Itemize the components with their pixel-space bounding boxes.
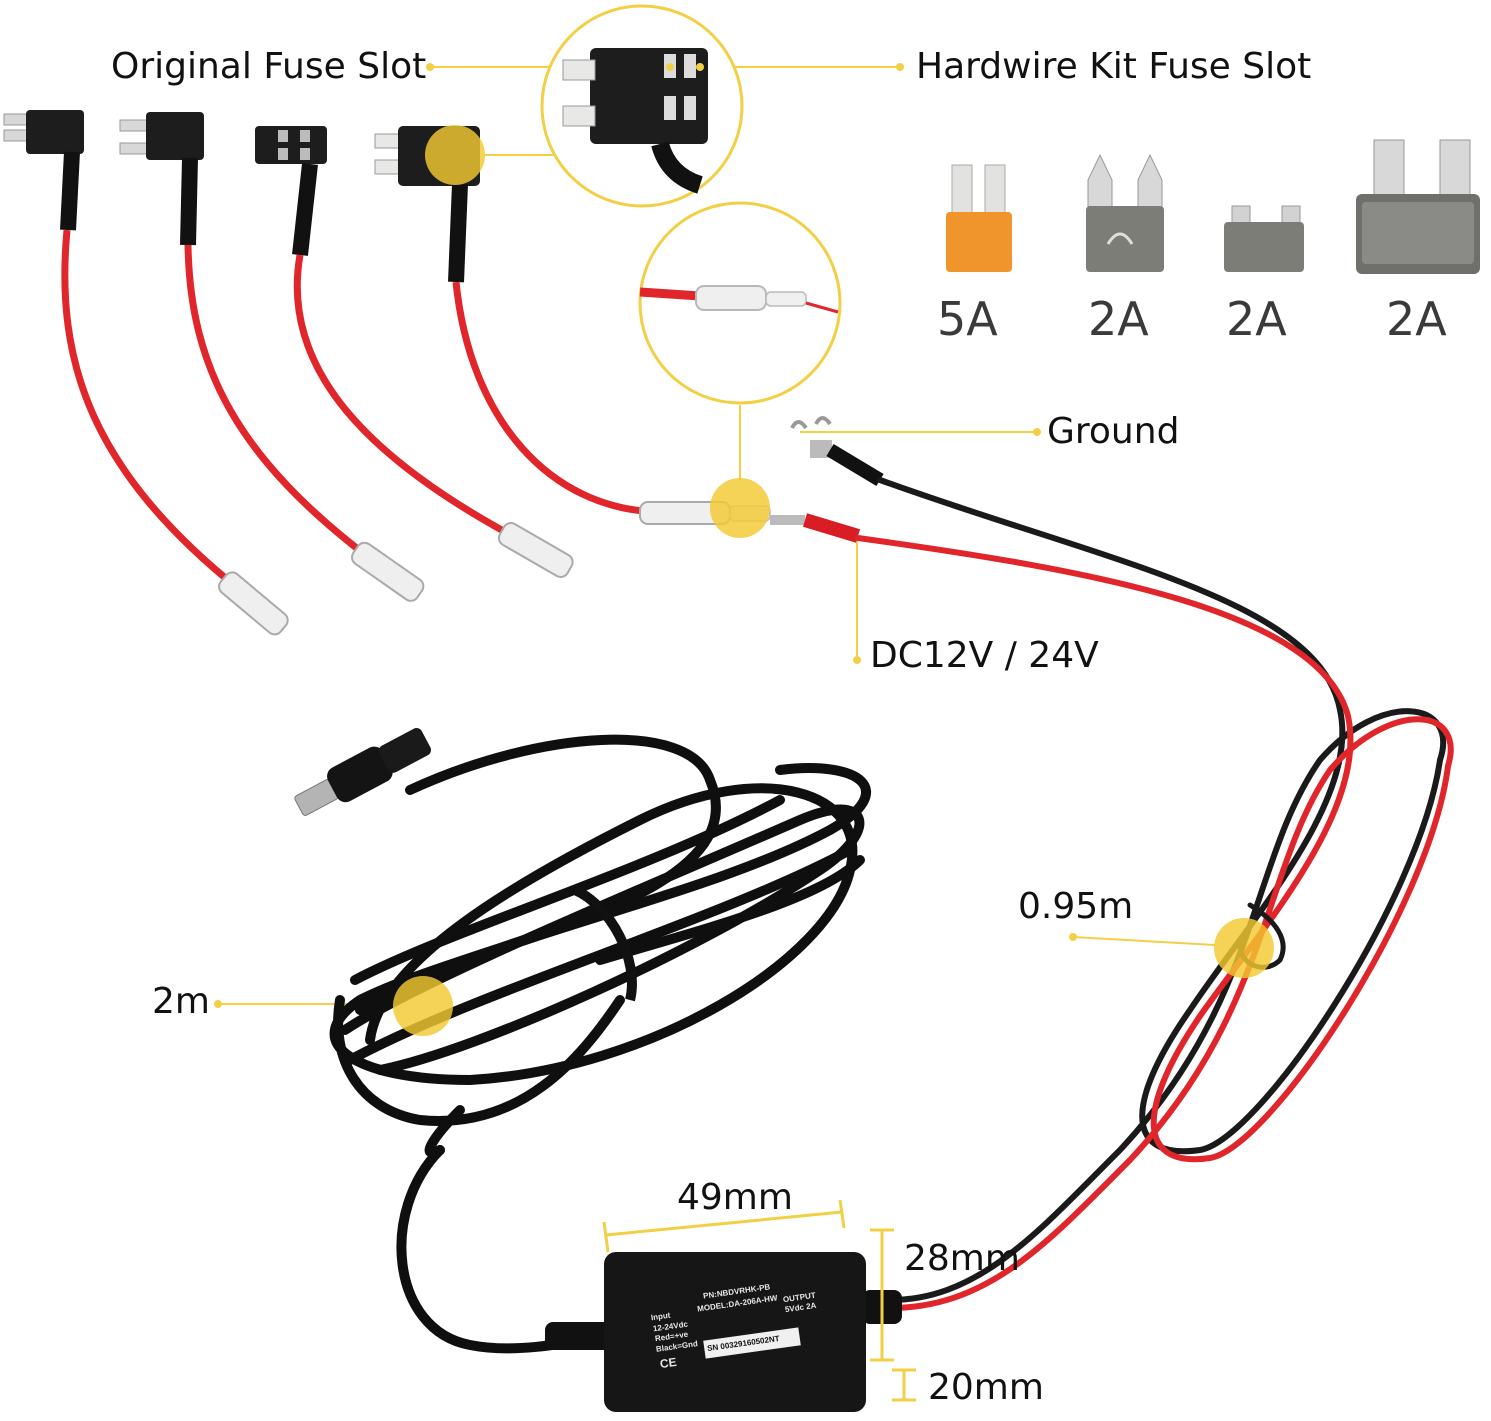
usb-cable-coil: [329, 734, 871, 1354]
fuse-rating-label: 2A: [1226, 292, 1287, 346]
fuse-tap-3: [255, 126, 574, 578]
highlight-dots: [393, 125, 1274, 1036]
fuse-2a-mini: [1224, 205, 1304, 272]
short-cable-length-label: 0.95m: [1018, 886, 1134, 927]
butt-connector-zoom-circle: [638, 201, 842, 405]
ground-label: Ground: [1047, 411, 1180, 452]
twin-cable: [855, 477, 1454, 1311]
fuse-slot-zoom-circle: [540, 4, 744, 208]
fuse-rating-label: 5A: [937, 292, 998, 346]
fuse-5a: [946, 164, 1012, 272]
hardwire-kit-fuse-slot-label: Hardwire Kit Fuse Slot: [916, 46, 1312, 87]
box-depth-label: 20mm: [928, 1367, 1044, 1408]
fuse-tap-2: [119, 112, 425, 602]
fuse-rating-label: 2A: [1386, 292, 1447, 346]
fuse-tap-1: [3, 110, 289, 636]
box-height-label: 28mm: [904, 1238, 1020, 1279]
fuse-2a-standard: [1086, 153, 1164, 272]
cable-tie: [572, 885, 637, 1002]
ground-lead: [790, 416, 884, 487]
dc-voltage-label: DC12V / 24V: [870, 635, 1099, 676]
original-fuse-slot-label: Original Fuse Slot: [111, 46, 427, 87]
box-length-label: 49mm: [677, 1177, 793, 1218]
fuse-rating-label: 2A: [1088, 292, 1149, 346]
fuse-2a-maxi: [1356, 139, 1480, 274]
long-cable-length-label: 2m: [152, 981, 210, 1022]
converter-box-body: [604, 1252, 866, 1412]
callout-dots: [214, 63, 1077, 1008]
micro-usb-plug: [294, 728, 431, 816]
box-ce-mark: CE: [659, 1354, 678, 1372]
dc-lead-red-connector: [770, 513, 861, 543]
dimension-markers: [602, 1199, 916, 1402]
